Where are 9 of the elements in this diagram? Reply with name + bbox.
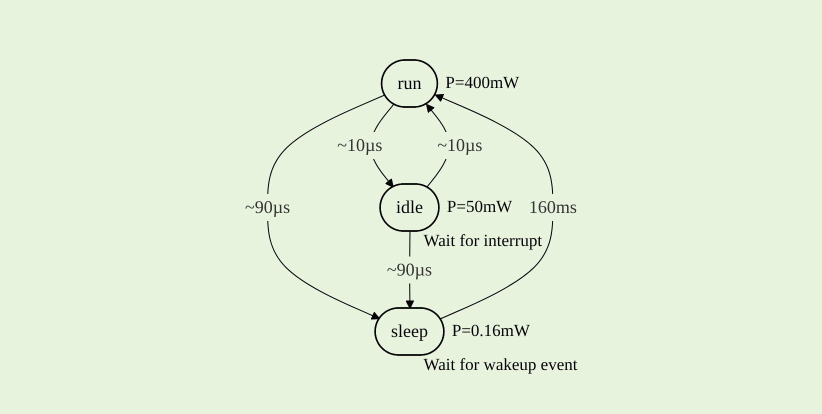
edge-label: ~10µs bbox=[437, 134, 483, 154]
arrow bbox=[434, 93, 554, 319]
state-note: Wait for interrupt bbox=[422, 232, 544, 252]
edge-label: ~90µs bbox=[245, 196, 290, 216]
edge-label: ~10µs bbox=[337, 134, 382, 155]
arrow bbox=[267, 94, 386, 320]
edge-label: 160ms bbox=[528, 196, 577, 216]
edge-label: ~90µs bbox=[386, 258, 432, 279]
state-note: Wait for wakeup event bbox=[422, 356, 580, 376]
